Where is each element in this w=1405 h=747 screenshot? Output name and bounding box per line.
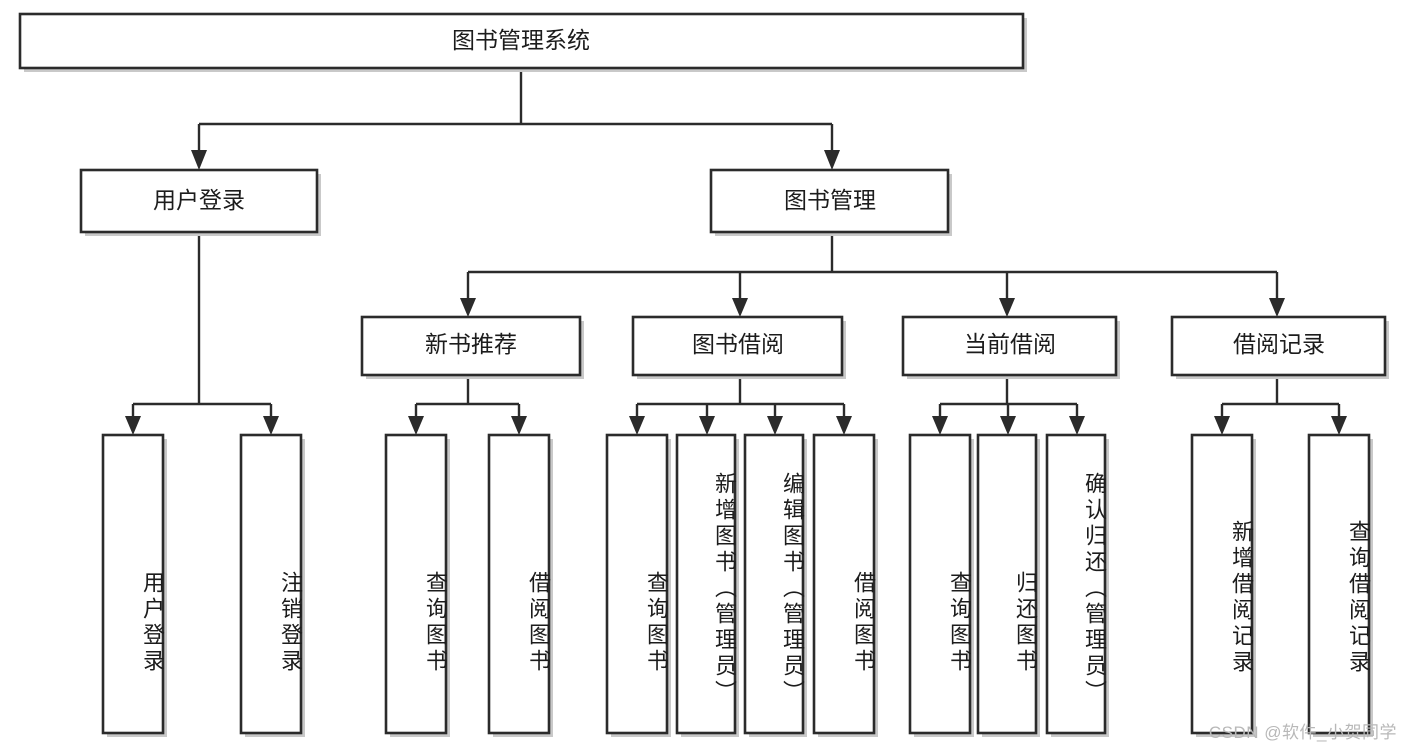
node-new-book-recommend[interactable]: 新书推荐 (360, 315, 584, 379)
node-current-borrow[interactable]: 当前借阅 (901, 315, 1120, 379)
node-user-login-label: 用户登录 (153, 187, 245, 213)
leaf-box-borrow-record-0[interactable] (1190, 433, 1256, 737)
leaf-box-book-borrow-2[interactable] (743, 433, 807, 737)
leaf-box-user-login-1[interactable] (239, 433, 305, 737)
node-new-book-recommend-label: 新书推荐 (425, 331, 517, 357)
leaf-box-current-borrow-2[interactable] (1045, 433, 1109, 737)
node-book-management-label: 图书管理 (784, 187, 876, 213)
connector-borrowrecord-to-leaves (1214, 375, 1347, 435)
leaf-box-user-login-0[interactable] (101, 433, 167, 737)
connector-root-to-level2 (191, 68, 840, 170)
node-borrow-record[interactable]: 借阅记录 (1170, 315, 1389, 379)
connector-currentborrow-to-leaves (932, 375, 1085, 435)
connector-bookmgmt-to-level3 (460, 232, 1285, 317)
connector-bookborrow-to-leaves (629, 375, 852, 435)
leaf-box-borrow-record-1[interactable] (1307, 433, 1373, 737)
leaf-box-new-book-1[interactable] (487, 433, 553, 737)
connector-newbook-to-leaves (408, 375, 527, 435)
leaf-box-current-borrow-0[interactable] (908, 433, 974, 737)
leaf-box-current-borrow-1[interactable] (976, 433, 1040, 737)
csdn-watermark: CSDN @软件_小贺同学 (1208, 723, 1397, 742)
leaf-box-book-borrow-0[interactable] (605, 433, 671, 737)
node-user-login[interactable]: 用户登录 (79, 168, 321, 236)
node-root-label: 图书管理系统 (452, 27, 590, 53)
node-borrow-record-label: 借阅记录 (1233, 331, 1325, 357)
node-book-management[interactable]: 图书管理 (709, 168, 952, 236)
leaf-box-book-borrow-1[interactable] (675, 433, 739, 737)
node-book-borrow-label: 图书借阅 (692, 331, 784, 357)
leaf-box-book-borrow-3[interactable] (812, 433, 878, 737)
node-book-borrow[interactable]: 图书借阅 (631, 315, 846, 379)
node-current-borrow-label: 当前借阅 (964, 331, 1056, 357)
connector-userlogin-to-leaves (125, 232, 279, 435)
node-root[interactable]: 图书管理系统 (18, 12, 1027, 72)
leaf-box-new-book-0[interactable] (384, 433, 450, 737)
